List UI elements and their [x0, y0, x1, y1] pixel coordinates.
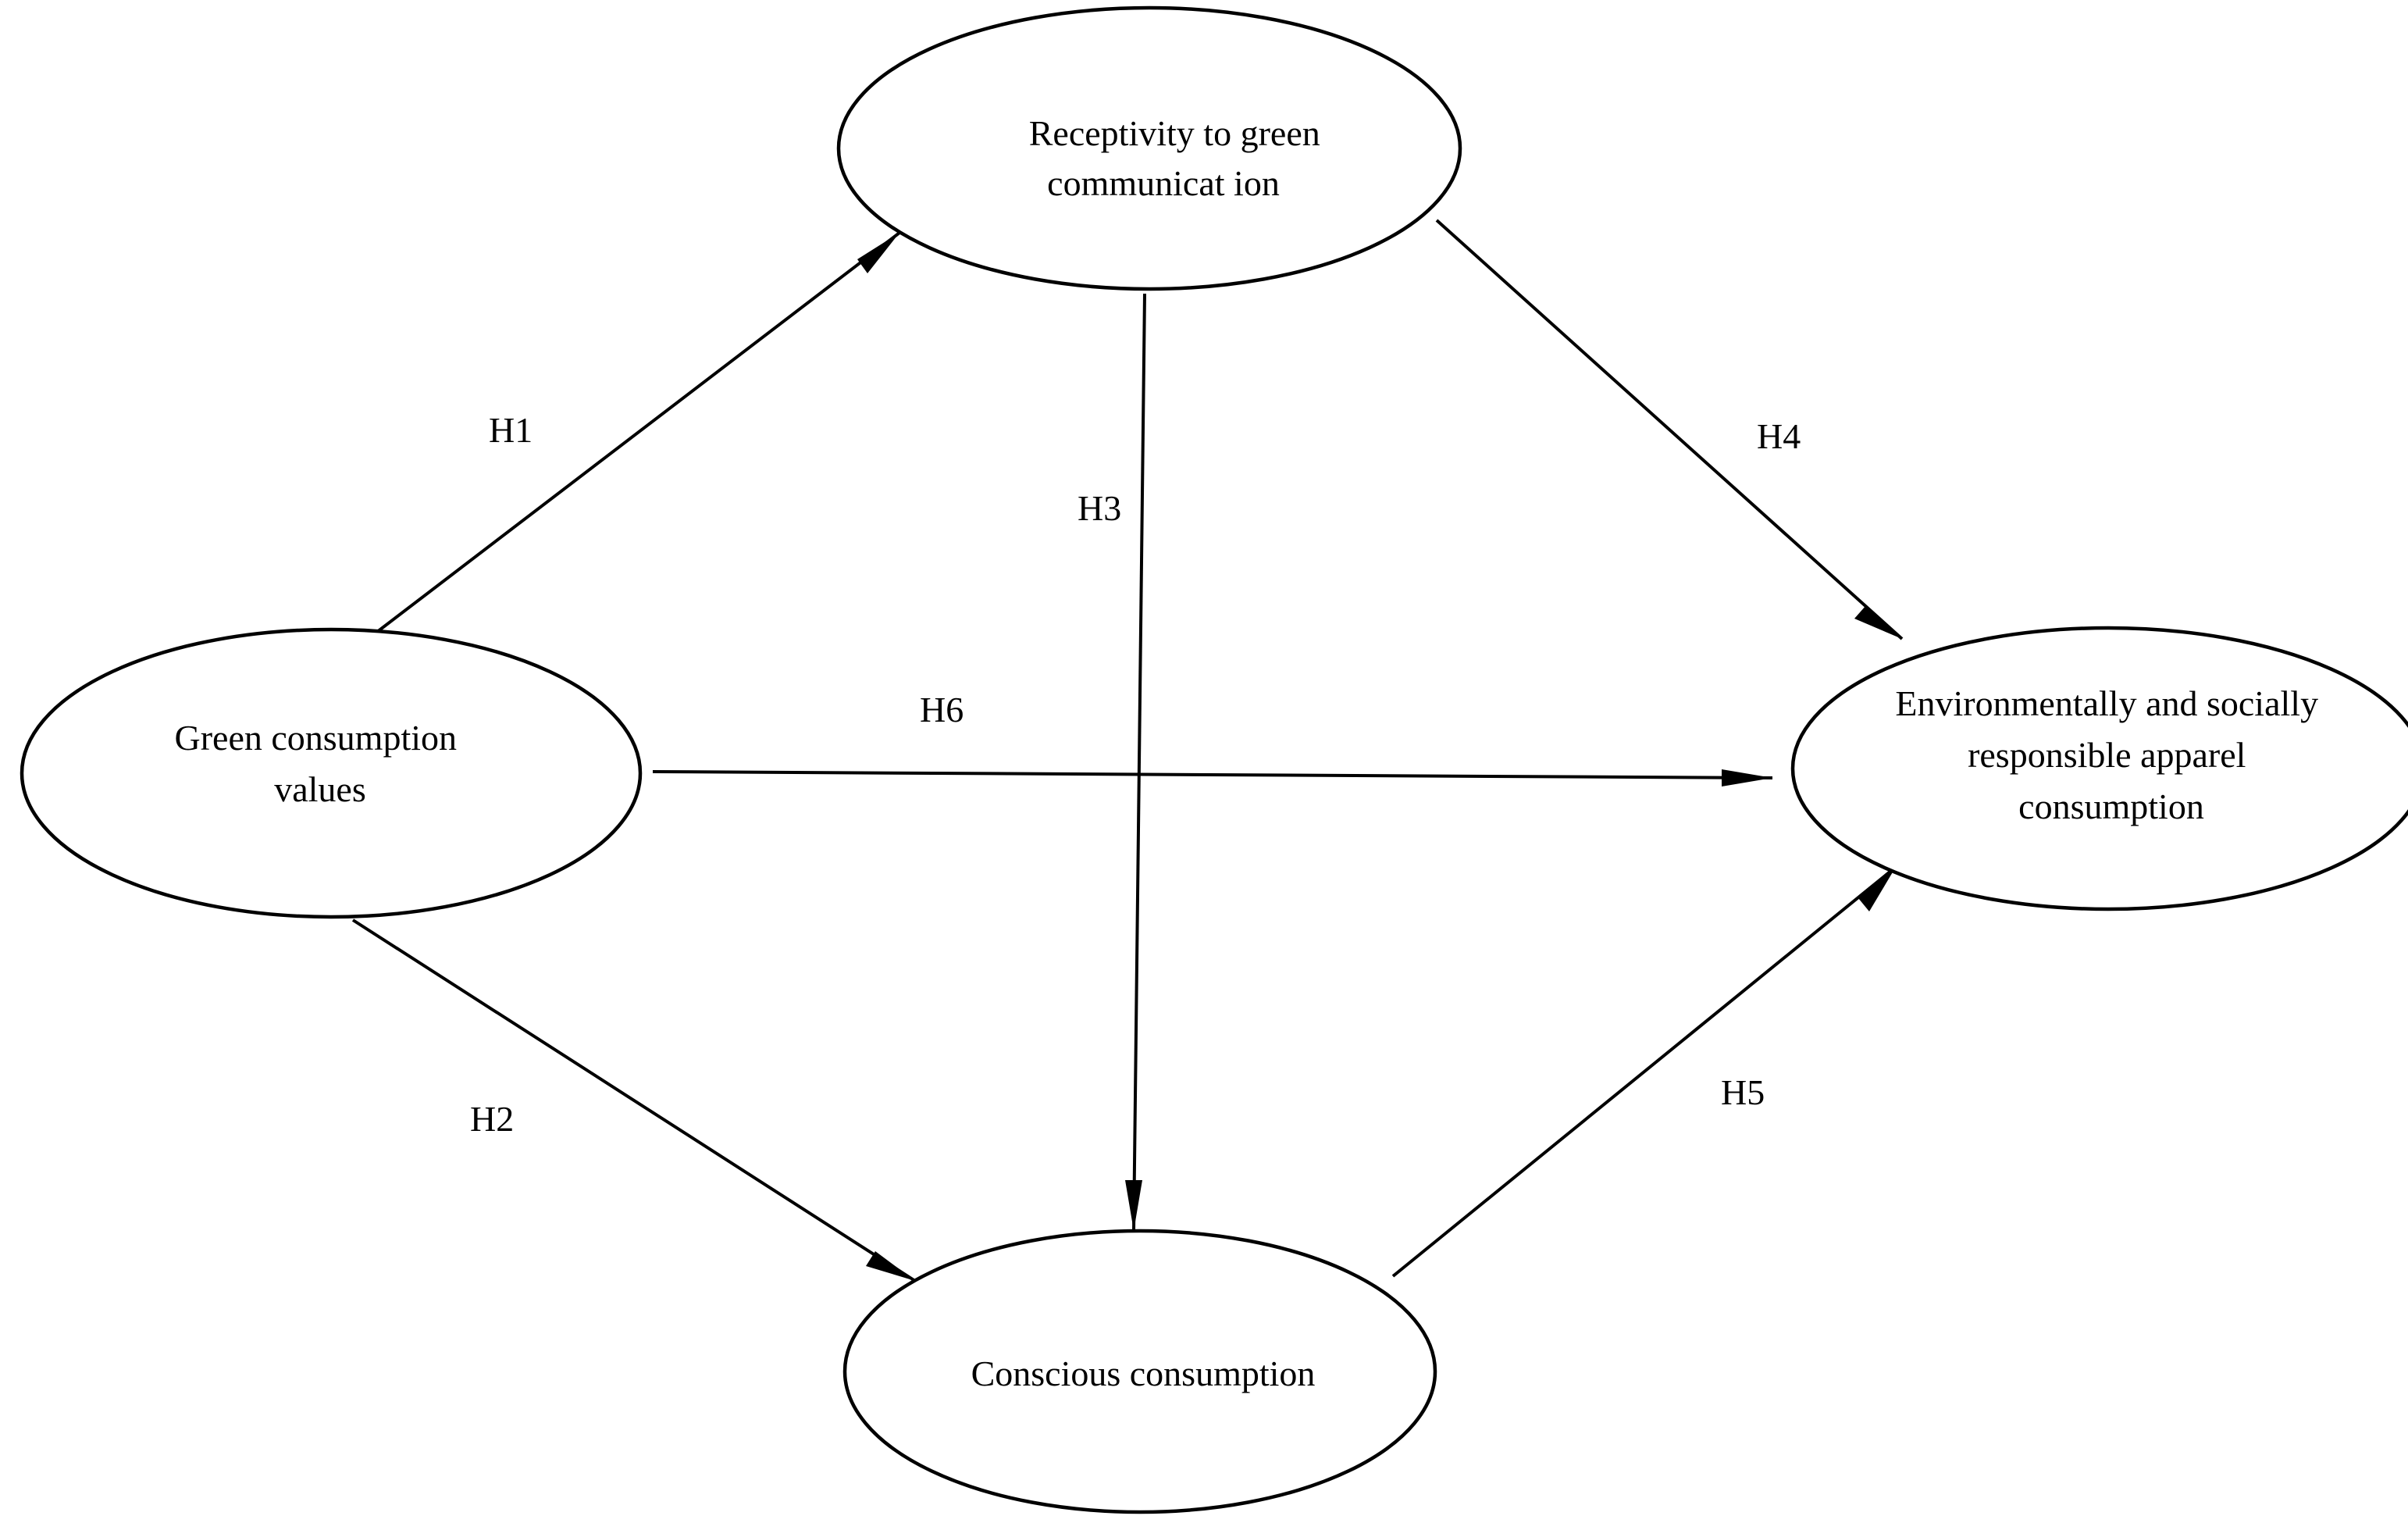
edge-h6 [652, 770, 1773, 779]
arrowhead-h6 [1722, 769, 1772, 786]
node-conscious-consumption-line-1: Conscious consumption [971, 1354, 1316, 1393]
edge-labels: H1 H2 H3 H4 H5 H6 [470, 410, 1801, 1139]
node-responsible-apparel-consumption: Environmentally and socially responsible… [1790, 626, 2408, 911]
arrowhead-h4 [1854, 605, 1902, 639]
edge-label-h1: H1 [489, 410, 533, 450]
node-green-consumption-values-label: Green consumption values [174, 718, 465, 809]
arrowhead-h5 [1858, 867, 1896, 911]
node-responsible-apparel-line-1: Environmentally and socially [1895, 683, 2318, 723]
arrowhead-h2 [866, 1251, 915, 1281]
node-receptivity-line-2: communicat ion [1047, 163, 1280, 203]
edge-h4 [1435, 219, 1904, 640]
node-conscious-consumption: Conscious consumption [842, 1229, 1437, 1514]
edge-label-h3: H3 [1078, 488, 1121, 528]
edge-h5 [1391, 865, 1897, 1278]
node-green-consumption-values: Green consumption values [20, 627, 643, 919]
node-green-consumption-values-line-1: Green consumption [174, 718, 457, 758]
node-conscious-consumption-label: Conscious consumption [971, 1354, 1316, 1393]
edge-h1 [362, 231, 901, 644]
edges [351, 219, 1904, 1282]
node-responsible-apparel-line-2: responsible apparel [1968, 735, 2246, 775]
node-receptivity-to-green-communication-shape [836, 5, 1462, 291]
edge-label-h6: H6 [920, 690, 964, 729]
edge-label-h5: H5 [1721, 1072, 1765, 1112]
edge-label-h4: H4 [1757, 416, 1801, 456]
node-responsible-apparel-consumption-label: Environmentally and socially responsible… [1895, 683, 2327, 826]
arrowhead-h3 [1125, 1180, 1142, 1231]
node-green-consumption-values-shape [20, 627, 643, 919]
node-receptivity-to-green-communication: Receptivity to green communicat ion [836, 5, 1462, 291]
edge-h3 [1132, 293, 1146, 1232]
node-conscious-consumption-shape [842, 1229, 1437, 1514]
node-responsible-apparel-line-3: consumption [2018, 786, 2204, 826]
arrowhead-h1 [857, 233, 899, 273]
node-responsible-apparel-consumption-shape [1790, 626, 2408, 911]
node-green-consumption-values-line-2: values [274, 769, 366, 809]
edge-label-h2: H2 [470, 1099, 514, 1139]
edge-h2 [351, 918, 917, 1282]
node-receptivity-to-green-communication-label: Receptivity to green communicat ion [1029, 113, 1330, 203]
node-receptivity-line-1: Receptivity to green [1029, 113, 1320, 153]
arrowheads [857, 233, 1902, 1281]
